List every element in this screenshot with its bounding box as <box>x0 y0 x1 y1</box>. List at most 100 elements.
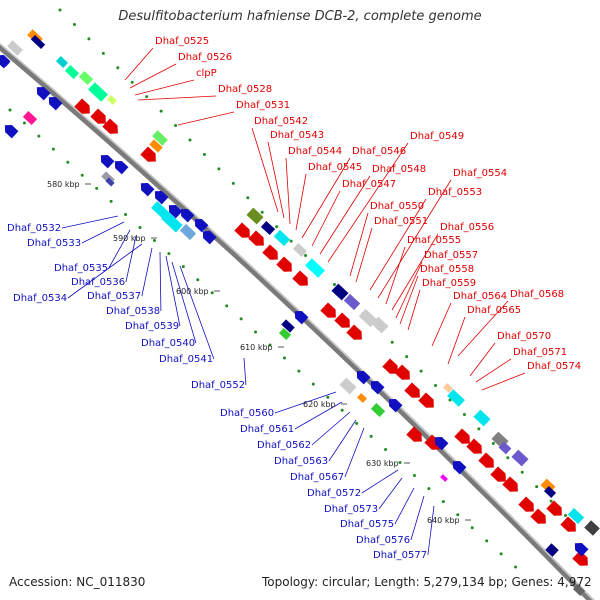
red-leader-line <box>385 246 406 305</box>
blue-leader-line <box>171 261 197 344</box>
gene-labels: Dhaf_0525Dhaf_0526clpPDhaf_0528Dhaf_0531… <box>7 36 581 561</box>
gc-dot <box>174 124 178 128</box>
feature-block <box>78 70 94 86</box>
gc-dot <box>37 134 41 138</box>
red-gene-label: Dhaf_0559 <box>422 278 476 289</box>
red-leader-line <box>134 79 195 96</box>
feature-block <box>260 220 276 236</box>
gc-dot <box>405 355 409 359</box>
reverse-gene-arrow <box>36 86 51 101</box>
feature-block <box>246 207 264 225</box>
forward-gene-arrow <box>262 244 278 260</box>
gc-dot <box>124 212 128 216</box>
forward-gene-arrow <box>454 428 470 444</box>
forward-gene-arrow <box>490 466 506 482</box>
reverse-gene-arrow <box>168 204 183 219</box>
tick-label: 620 kbp <box>303 400 336 409</box>
red-gene-label: Dhaf_0555 <box>407 235 461 246</box>
feature-block <box>357 393 367 403</box>
feature-block <box>7 40 23 56</box>
gc-dot <box>470 526 474 530</box>
forward-gene-arrow <box>502 476 518 492</box>
blue-gene-label: Dhaf_0536 <box>71 277 125 288</box>
gc-dot <box>499 552 503 556</box>
gc-dot <box>58 8 62 12</box>
blue-gene-label: Dhaf_0538 <box>106 306 160 317</box>
red-gene-label: Dhaf_0544 <box>288 146 342 157</box>
gc-dot <box>564 514 568 518</box>
gc-dot <box>434 384 438 388</box>
forward-gene-arrow <box>234 222 250 238</box>
gc-dot <box>297 369 301 373</box>
red-leader-line <box>399 275 419 325</box>
gc-dot <box>332 282 336 286</box>
blue-gene-label: Dhaf_0563 <box>274 456 328 467</box>
gc-dot <box>130 80 134 84</box>
gc-dot <box>72 22 76 26</box>
feature-block <box>105 177 115 187</box>
reverse-gene-arrow <box>356 370 371 385</box>
blue-leader-line <box>394 487 415 525</box>
feature-block <box>343 293 361 311</box>
forward-gene-arrow <box>346 324 362 340</box>
reverse-gene-arrow <box>100 154 115 169</box>
blue-gene-label: Dhaf_0575 <box>340 519 394 530</box>
red-leader-line <box>124 47 154 81</box>
reverse-gene-arrow <box>434 436 449 451</box>
red-leader-line <box>295 173 307 231</box>
forward-gene-arrow <box>478 452 494 468</box>
gc-dot <box>355 421 359 425</box>
red-gene-label: Dhaf_0543 <box>270 130 324 141</box>
blue-leader-line <box>361 469 399 494</box>
gc-dot <box>506 456 510 460</box>
blue-leader-line <box>67 243 143 299</box>
red-gene-label: Dhaf_0556 <box>440 222 494 233</box>
blue-gene-label: Dhaf_0576 <box>356 535 410 546</box>
red-leader-line <box>177 111 235 126</box>
gc-dot <box>535 485 539 489</box>
red-gene-label: Dhaf_0553 <box>428 187 482 198</box>
feature-block <box>305 258 325 278</box>
gc-dot <box>239 317 243 321</box>
red-leader-line <box>431 302 452 347</box>
reverse-gene-arrow <box>48 96 63 111</box>
gc-dot <box>254 330 258 334</box>
feature-block <box>22 110 38 126</box>
blue-leader-line <box>159 251 162 312</box>
red-gene-label: Dhaf_0542 <box>254 116 308 127</box>
forward-gene-arrow <box>572 550 588 566</box>
red-gene-label: Dhaf_0528 <box>218 84 272 95</box>
blue-gene-label: Dhaf_0532 <box>7 223 61 234</box>
red-leader-line <box>251 127 279 213</box>
red-gene-label: Dhaf_0574 <box>527 361 581 372</box>
gc-dot <box>95 186 99 190</box>
gc-dot <box>282 356 286 360</box>
reverse-gene-arrow <box>180 208 195 223</box>
red-gene-label: Dhaf_0557 <box>424 250 478 261</box>
blue-gene-label: Dhaf_0540 <box>141 338 195 349</box>
gc-dot <box>87 37 91 41</box>
forward-gene-arrow <box>560 516 576 532</box>
gc-dot <box>145 95 149 99</box>
red-leader-line <box>319 175 371 255</box>
feature-block <box>55 56 69 68</box>
blue-leader-line <box>179 265 215 360</box>
feature-block <box>339 377 357 395</box>
red-gene-label: Dhaf_0551 <box>374 216 428 227</box>
feature-block <box>584 520 600 536</box>
reverse-gene-arrow <box>0 54 11 69</box>
gc-dot <box>456 513 460 517</box>
feature-block <box>149 139 163 153</box>
gc-dot <box>246 196 250 200</box>
feature-block <box>567 507 585 525</box>
feature-block <box>273 229 291 247</box>
summary-text: Topology: circular; Length: 5,279,134 bp… <box>262 575 592 589</box>
reverse-gene-arrow <box>114 160 129 175</box>
blue-gene-label: Dhaf_0533 <box>27 238 81 249</box>
gc-dot <box>514 565 518 569</box>
gc-dot <box>188 138 192 142</box>
feature-block <box>371 316 389 334</box>
gc-dot <box>398 461 402 464</box>
gc-dot <box>311 382 315 386</box>
